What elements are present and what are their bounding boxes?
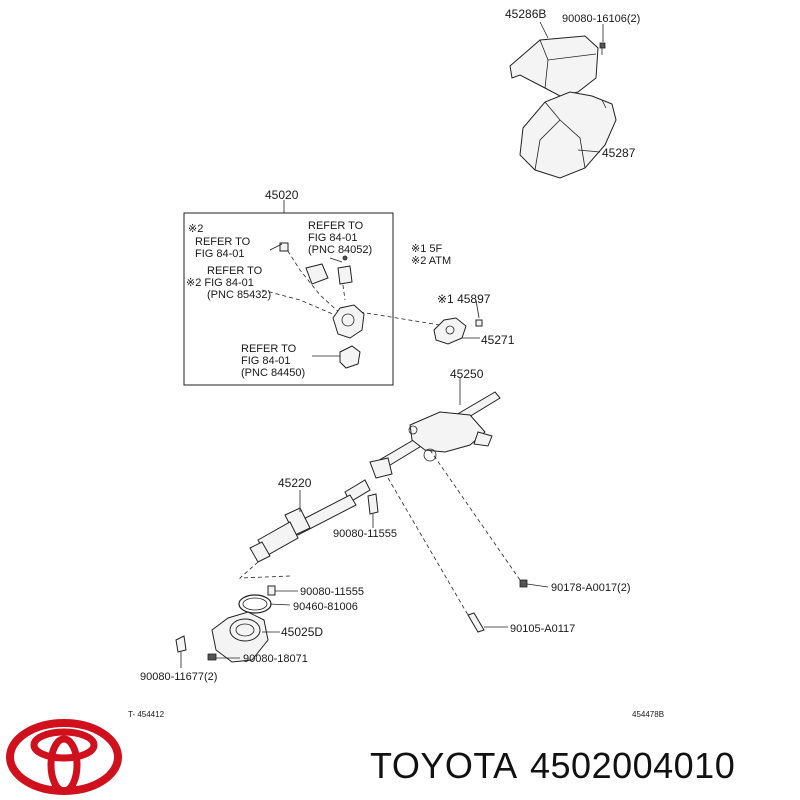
label-90080-11555-a: 90080-11555 (333, 528, 397, 540)
bolt-90080-11555-lower (267, 585, 276, 596)
label-90460-81006: 90460-81006 (293, 601, 358, 613)
toyota-logo (6, 719, 122, 795)
label-90105: 90105-A0117 (510, 623, 575, 635)
label-note2: ※2 ATM (411, 255, 451, 267)
label-refer-c-3: (PNC 85432) (207, 289, 271, 301)
brand-name: TOYOTA (370, 745, 518, 786)
upper-column-cover-45286b (509, 35, 599, 97)
bracket-45271 (433, 317, 467, 345)
label-90080-16106: 90080-16106(2) (562, 13, 640, 25)
screw-90080-18071 (207, 653, 217, 661)
steering-column-45250 (369, 378, 501, 479)
label-90178: 90178-A0017(2) (551, 582, 631, 594)
label-refer-d-1: REFER TO (241, 343, 297, 355)
lower-column-cover-45287 (519, 91, 617, 179)
screw-90080-11677 (175, 635, 187, 653)
nut-90178 (519, 579, 528, 588)
label-45897: ※1 45897 (437, 292, 491, 306)
label-45287: 45287 (602, 146, 636, 160)
label-refer-c-2: ※2 FIG 84-01 (186, 277, 254, 289)
key-cylinder-part (279, 242, 289, 252)
label-45025d: 45025D (281, 625, 323, 639)
part-number: 4502004010 (530, 745, 735, 786)
label-refer-d-3: (PNC 84450) (241, 367, 305, 379)
switch-part-84450 (312, 345, 361, 369)
switch-part-84052 (337, 255, 353, 285)
label-refer-c-1: REFER TO (207, 265, 263, 277)
pin-45897 (475, 319, 483, 327)
label-refer-a-2: FIG 84-01 (195, 248, 245, 260)
diagram-code-right: 454478B (632, 710, 664, 719)
label-refer-b-3: (PNC 84052) (308, 244, 372, 256)
label-45250: 45250 (450, 367, 484, 381)
ring-90460-81006 (238, 594, 272, 614)
label-45020: 45020 (265, 188, 299, 202)
label-refer-a-1: REFER TO (195, 236, 251, 248)
label-note1: ※1 5F (411, 243, 443, 255)
label-90080-11555-b: 90080-11555 (300, 586, 364, 598)
part-labels: 45286B 90080-16106(2) 45287 45020 ※2 REF… (128, 7, 664, 719)
label-45220: 45220 (278, 476, 312, 490)
label-refer-b-1: REFER TO (308, 220, 364, 232)
intermediate-shaft-45220 (249, 479, 371, 563)
boot-45025d (211, 611, 269, 663)
screw-90080-16106 (599, 42, 606, 55)
label-90080-18071: 90080-18071 (243, 653, 308, 665)
label-90080-11677: 90080-11677(2) (140, 671, 217, 683)
lock-housing-part (332, 304, 365, 339)
bolt-90080-11555-upper (367, 493, 379, 515)
label-refer-b-2: FIG 84-01 (308, 232, 358, 244)
lock-assembly-box (183, 212, 394, 386)
label-ast2: ※2 (188, 223, 203, 235)
bolt-90105 (467, 612, 485, 633)
label-45286b: 45286B (505, 7, 546, 21)
label-refer-d-2: FIG 84-01 (241, 355, 291, 367)
label-45271: 45271 (481, 333, 515, 347)
switch-part-85432 (305, 263, 329, 285)
diagram-code-left: T- 454412 (128, 710, 165, 719)
